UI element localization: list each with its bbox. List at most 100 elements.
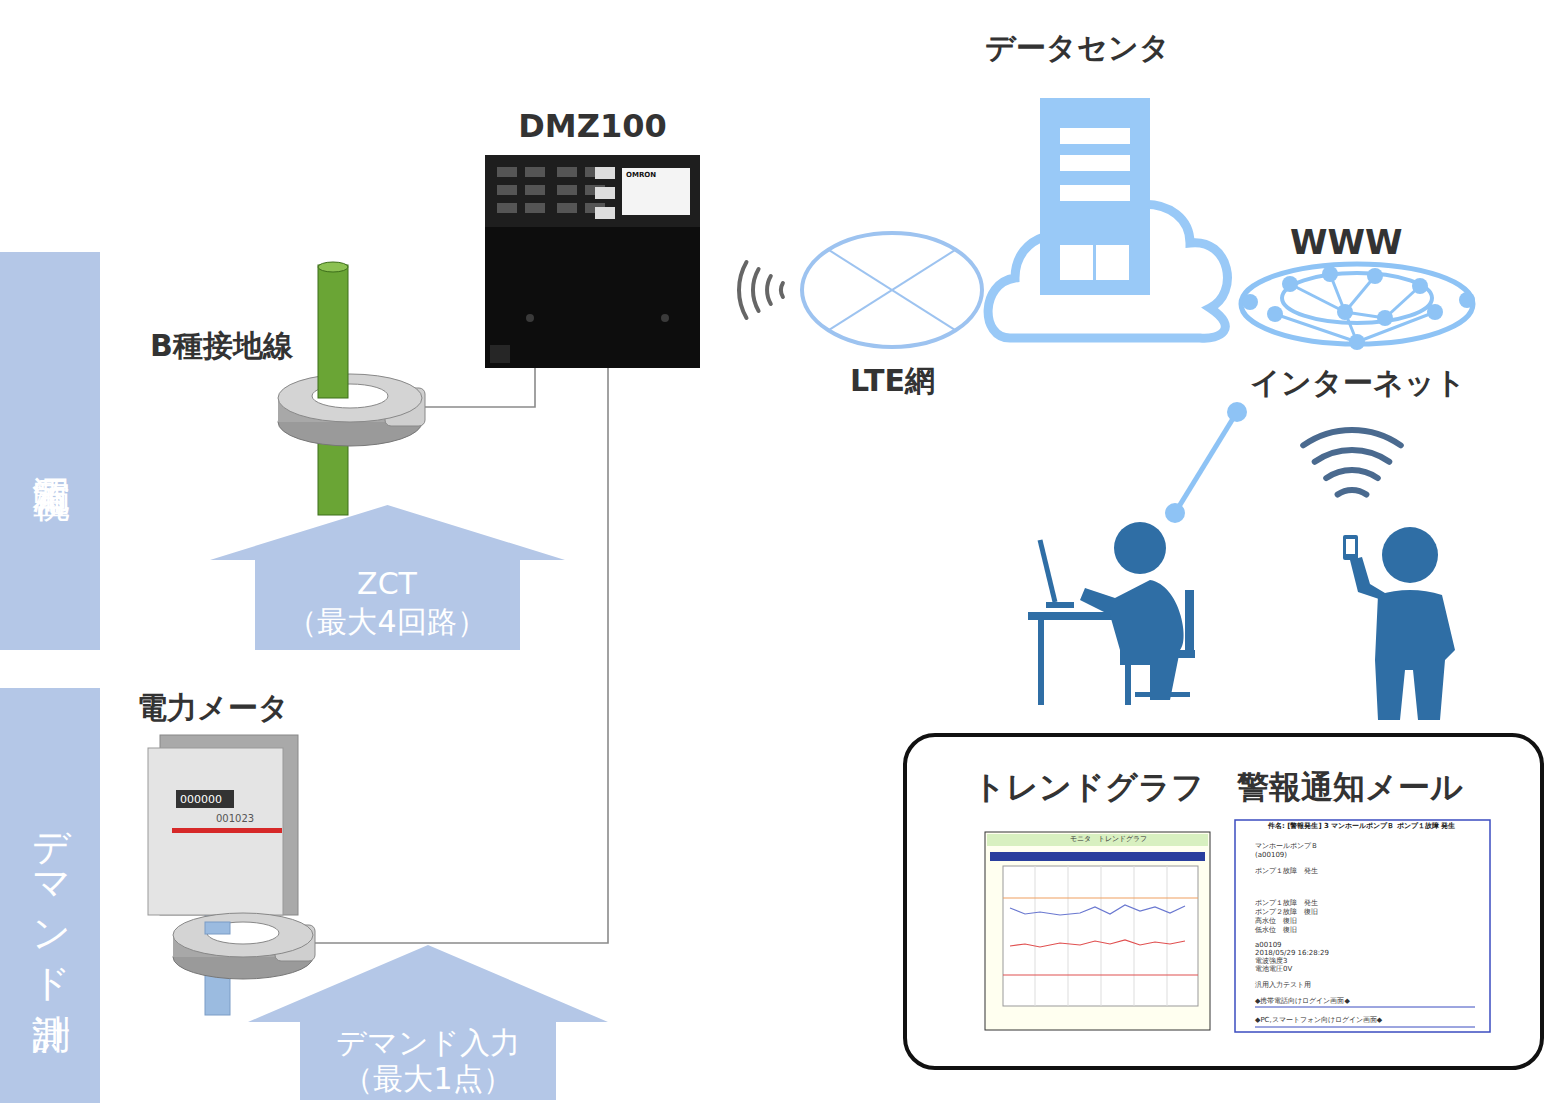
trend-series <box>1010 905 1185 915</box>
email-line: 電池電圧0V <box>1255 966 1292 973</box>
radio-wave <box>767 276 771 304</box>
band-title: デマンド計測 <box>0 688 100 1103</box>
arrow-label: ZCT （最大4回路） <box>267 565 507 640</box>
email-line: ポンプ１故障 発生 <box>1255 900 1318 907</box>
meter-display <box>176 790 234 808</box>
ground-wire <box>318 265 348 398</box>
network-node-dot <box>1349 334 1365 350</box>
signal-wire <box>315 368 608 943</box>
www-label: WWW <box>1290 222 1403 263</box>
signal-wire <box>425 368 535 407</box>
device: DMZ100 <box>485 105 700 368</box>
network-ring <box>1282 273 1432 323</box>
data-center-name: データセンタ <box>985 30 1170 66</box>
section-band: デマンド計測 <box>0 688 100 1103</box>
grid-line <box>1068 866 1069 1006</box>
network-cross <box>828 250 955 331</box>
zct-ring-top <box>173 913 313 957</box>
panel-switch <box>595 207 615 219</box>
meter-face <box>148 748 283 915</box>
panel-switch <box>595 187 615 199</box>
network-node-dot <box>1282 276 1298 292</box>
radio-wave <box>1338 490 1367 495</box>
email-line: ◆携帯電話向けログイン画面◆ <box>1255 998 1350 1005</box>
screenshot-toolbar <box>990 852 1205 861</box>
network-node-dot <box>1322 266 1338 282</box>
network-cross <box>828 250 955 331</box>
network-cloud: LTE網 <box>795 228 990 403</box>
radio-wave <box>1315 450 1390 462</box>
meter-reading: 000000 <box>180 794 222 805</box>
arrow-shape <box>210 505 565 650</box>
chair-back <box>1185 590 1194 652</box>
panel-indicator <box>525 167 545 177</box>
phone-user-icon <box>1343 527 1455 720</box>
output-panel <box>905 735 1542 1068</box>
radio-wave <box>781 283 783 297</box>
desk-leg <box>1038 620 1044 705</box>
network-node-dot <box>1427 304 1443 320</box>
panel-switch <box>595 167 615 179</box>
building-window <box>1060 185 1130 201</box>
email-line: (a00109) <box>1255 852 1287 859</box>
radio-wave <box>1326 470 1378 478</box>
network-node-dot <box>1412 278 1428 294</box>
meter-pipe <box>205 922 230 934</box>
device-screw <box>661 314 669 322</box>
smartphone <box>1343 535 1358 560</box>
email-screenshot <box>1235 820 1490 1032</box>
plot-grid <box>1035 866 1167 1006</box>
email-line: ポンプ１故障 発生 <box>1255 868 1318 875</box>
email-line: 低水位 復旧 <box>1255 927 1297 934</box>
email-link-line <box>1255 1007 1475 1008</box>
network-node-dot <box>1377 310 1393 326</box>
grid-line <box>1101 866 1102 1006</box>
panel-indicator <box>557 167 577 177</box>
device-body <box>485 227 700 368</box>
output-title: トレンドグラフ <box>973 768 1204 806</box>
node-outline <box>975 28 1235 345</box>
radio-wave <box>753 269 759 311</box>
chair-post <box>1158 658 1164 693</box>
radio-wave <box>739 262 747 318</box>
power-meter: 電力メータ <box>135 690 315 1020</box>
pc-user-icon <box>1028 522 1195 705</box>
building-window <box>1060 245 1093 280</box>
device-nameplate <box>622 168 690 215</box>
input-arrow: ZCT （最大4回路） <box>210 505 565 650</box>
panel-indicator <box>557 203 577 213</box>
monitor-stand <box>1046 602 1074 608</box>
output-item: トレンドグラフ <box>970 765 1215 1035</box>
panel-indicator <box>497 167 517 177</box>
band-title: 漏電監視 <box>0 252 100 650</box>
person-arm <box>1350 557 1390 600</box>
threshold-line <box>1003 897 1198 898</box>
brand-mark: OMRON <box>626 172 656 179</box>
plot-area <box>1003 866 1198 1006</box>
person-body <box>1080 580 1184 650</box>
network-node-dot <box>1367 268 1383 284</box>
input-arrow: デマンド入力 （最大1点） <box>248 945 608 1100</box>
email-line: ポンプ２故障 復旧 <box>1255 909 1318 916</box>
email-line: ◆PC,スマートフォン向けログイン画面◆ <box>1255 1017 1382 1024</box>
person-head <box>1114 522 1166 574</box>
threshold-line <box>1003 974 1198 975</box>
email-line: 汎用入力テスト用 <box>1255 982 1311 989</box>
network-link <box>1357 312 1435 342</box>
network-node-dot <box>1337 304 1353 320</box>
data-center: データセンタ <box>975 28 1235 345</box>
panel-indicator <box>525 185 545 195</box>
email-line: 高水位 復旧 <box>1255 918 1297 925</box>
person-head <box>1382 527 1438 583</box>
grid-line <box>1134 866 1135 1006</box>
device-panel <box>485 155 700 227</box>
building-window <box>1060 128 1130 144</box>
email-line: 2018/05/29 16:28:29 <box>1255 950 1329 957</box>
meter-reading: 001023 <box>216 814 254 824</box>
trend-series <box>1010 940 1185 947</box>
network-ring <box>1241 264 1473 344</box>
device-name: DMZ100 <box>485 107 700 145</box>
link-dot <box>1227 402 1247 422</box>
network-name: LTE網 <box>795 363 990 399</box>
